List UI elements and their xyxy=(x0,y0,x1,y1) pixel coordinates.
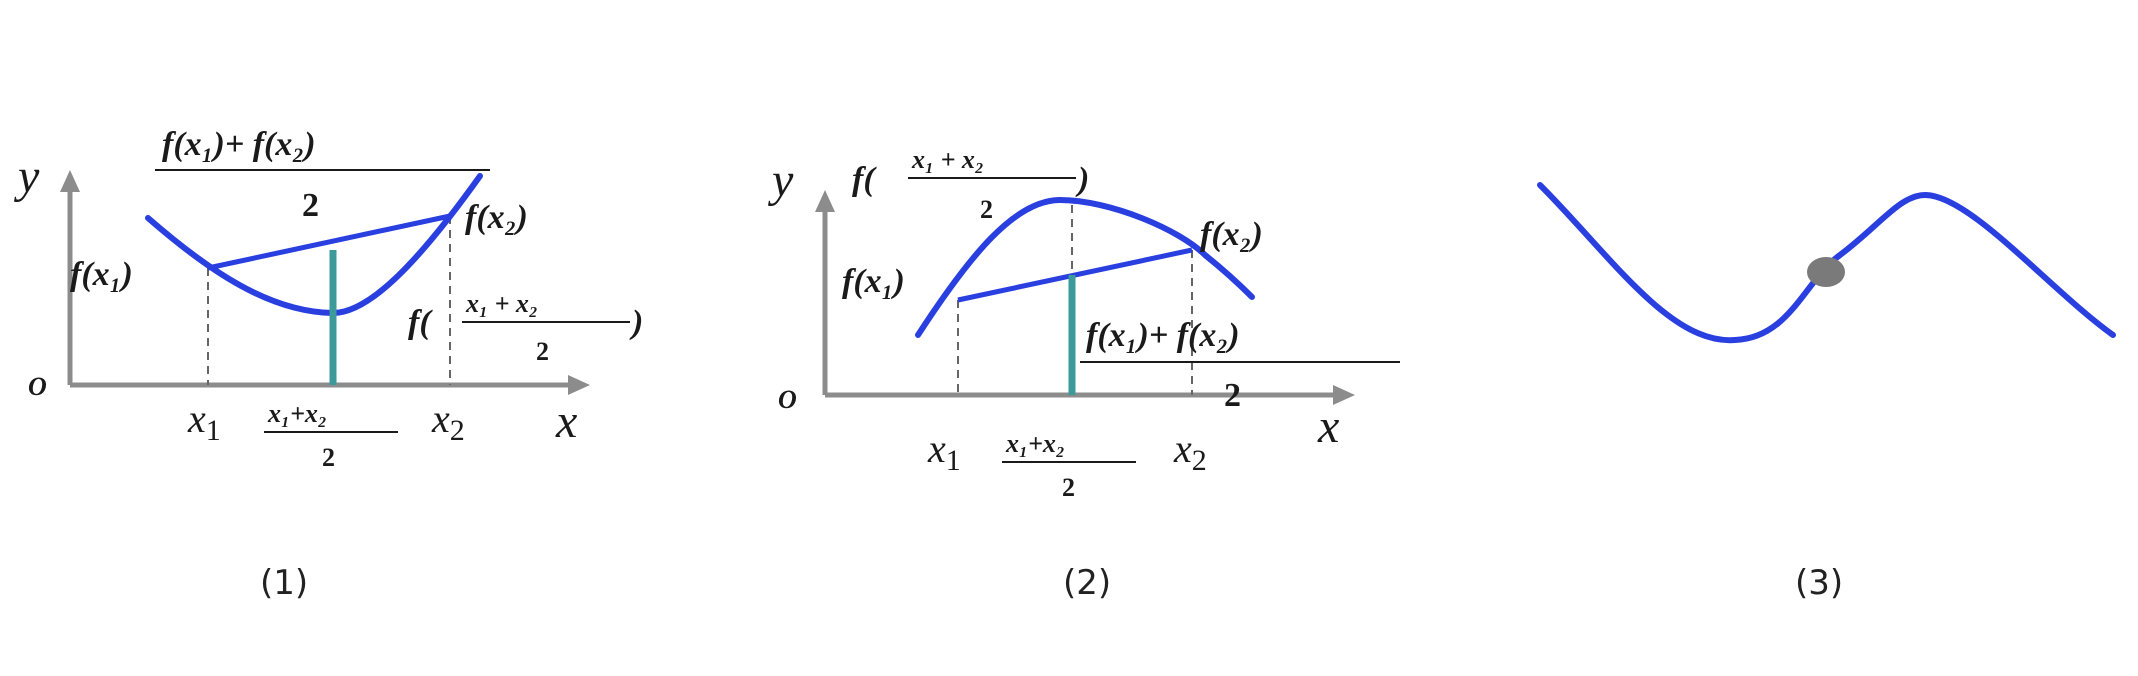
panel-1-avg-numerator: f(x₁)+ f(x₂) xyxy=(162,126,316,163)
panel-2-y-arrow xyxy=(815,190,835,212)
panel-1-tick-x2: x2 xyxy=(431,396,465,447)
panel-2-x-arrow xyxy=(1333,385,1355,405)
panel-1-y-label: y xyxy=(13,150,40,203)
panel-1-avg-denominator: 2 xyxy=(302,187,319,224)
panel-2-tick-mid-numerator: x₁+x₂ xyxy=(1005,429,1065,458)
panel-1-tick-mid-numerator: x₁+x₂ xyxy=(267,399,327,428)
panel-2-avg-denominator: 2 xyxy=(1224,377,1241,414)
panel-2-f-x1-label: f(x₁) xyxy=(842,263,905,300)
panel-1-f-mid-numerator: x₁ + x₂ xyxy=(465,289,538,318)
panel-1-f-x2-label: f(x₂) xyxy=(465,199,528,236)
panel-2-avg-numerator: f(x₁)+ f(x₂) xyxy=(1086,317,1240,354)
panel-2-tick-mid-denominator: 2 xyxy=(1062,473,1075,502)
panel-2-x-label: x xyxy=(1317,400,1339,453)
panel-2-concave: y x O f( x₁ + x₂ 2 ) f(x₁) f(x₂) f(x₁)+ … xyxy=(767,145,1400,502)
panel-1-convex: y x O f(x₁) f(x₂) f(x₁)+ f(x₂) 2 f( x₁ +… xyxy=(13,126,643,472)
panel-1-tick-mid-denominator: 2 xyxy=(322,443,335,472)
panel-1-origin-label: O xyxy=(28,372,47,401)
panel-2-origin-label: O xyxy=(778,385,797,414)
panel-3-inflection-point xyxy=(1807,257,1845,287)
panel-1-f-mid-denominator: 2 xyxy=(536,337,549,366)
panel-2-f-mid-denominator: 2 xyxy=(980,195,993,224)
panel-1-f-mid-suffix: ) xyxy=(629,304,643,341)
caption-panel-2: (2) xyxy=(1063,563,1112,603)
caption-panel-3: (3) xyxy=(1795,563,1844,603)
panel-2-y-label: y xyxy=(767,154,794,207)
panel-1-y-arrow xyxy=(60,170,80,192)
panel-2-f-mid-numerator: x₁ + x₂ xyxy=(911,145,984,174)
panel-2-f-x2-label: f(x₂) xyxy=(1200,216,1263,253)
panel-2-f-mid-prefix: f( xyxy=(852,161,877,198)
panel-3-s-curve xyxy=(1537,182,2116,344)
panel-1-chord xyxy=(207,213,451,271)
panel-2-tick-x1: x1 xyxy=(927,426,961,477)
panel-1-f-mid-prefix: f( xyxy=(408,304,433,341)
panel-1-f-x1-label: f(x₁) xyxy=(70,256,133,293)
panel-2-tick-x2: x2 xyxy=(1173,426,1207,477)
panel-2-concave-curve xyxy=(915,196,1255,338)
caption-panel-1: (1) xyxy=(260,563,309,603)
panel-2-f-mid-suffix: ) xyxy=(1075,161,1089,198)
panel-3-inflection xyxy=(1537,182,2116,344)
panel-1-tick-x1: x1 xyxy=(187,396,221,447)
panel-1-x-label: x xyxy=(555,395,577,448)
panel-1-x-arrow xyxy=(568,375,590,395)
